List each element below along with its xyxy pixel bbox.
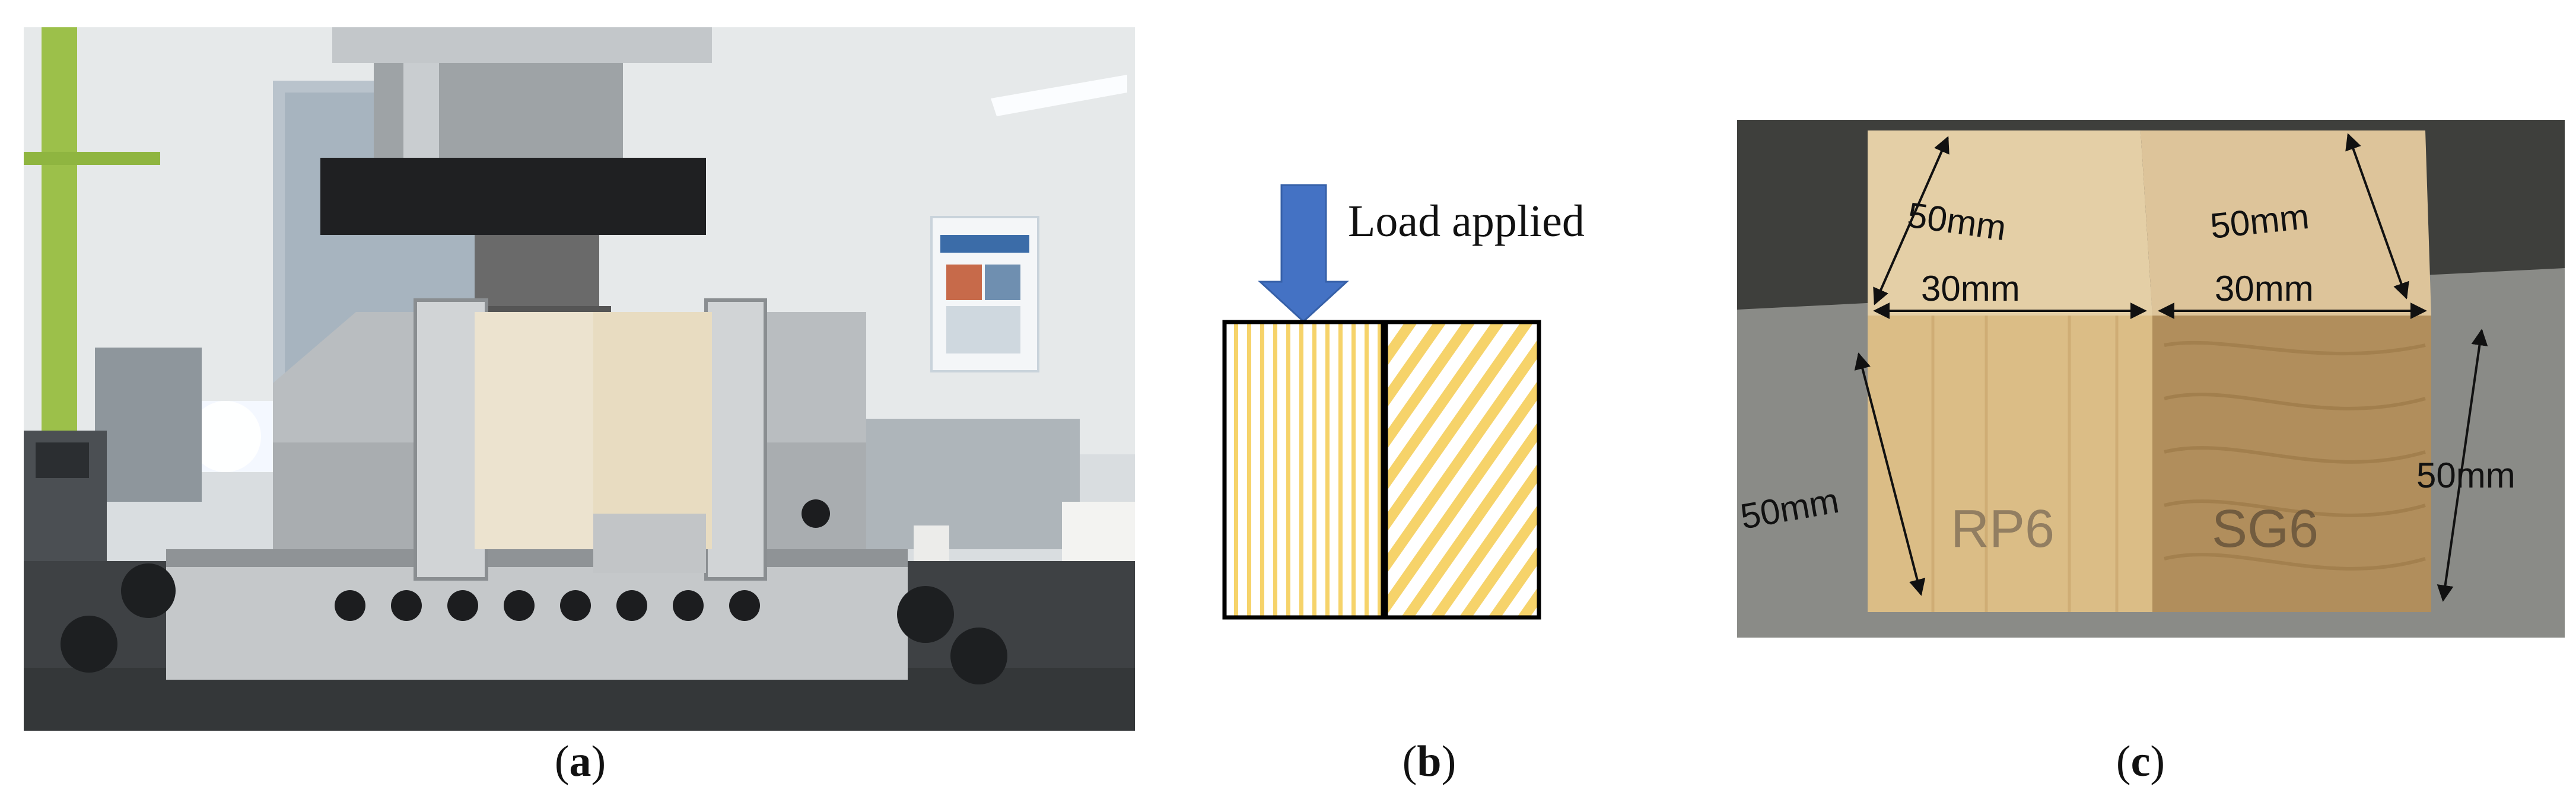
- load-schematic: Load applied: [1216, 178, 1667, 629]
- caption-b: (b): [1402, 737, 1456, 786]
- load-arrow-icon: [1258, 184, 1349, 323]
- specimen-illustration: RP6 SG6 50mm 50mm 30mm 30mm 50mm 50mm: [1737, 120, 2565, 638]
- dim-top-left-width: 30mm: [1921, 269, 2020, 308]
- block-left-label: RP6: [1951, 499, 2055, 559]
- photo-specimens-with-dimensions: RP6 SG6 50mm 50mm 30mm 30mm 50mm 50mm: [1737, 120, 2565, 638]
- load-label: Load applied: [1348, 196, 1585, 246]
- compression-machine-illustration: [24, 27, 1135, 731]
- caption-a: (a): [554, 737, 606, 786]
- block-longitudinal: [1222, 320, 1385, 620]
- dim-right-height: 50mm: [2416, 456, 2515, 495]
- dim-top-right-width: 30mm: [2215, 269, 2314, 308]
- photo-compression-test-setup: [24, 27, 1135, 731]
- block-diagonal: [1384, 320, 1541, 620]
- block-right-label: SG6: [2212, 499, 2319, 559]
- caption-c: (c): [2116, 737, 2165, 786]
- block-left-front: [1868, 316, 2152, 612]
- schematic-diagram: Load applied: [1222, 184, 1585, 620]
